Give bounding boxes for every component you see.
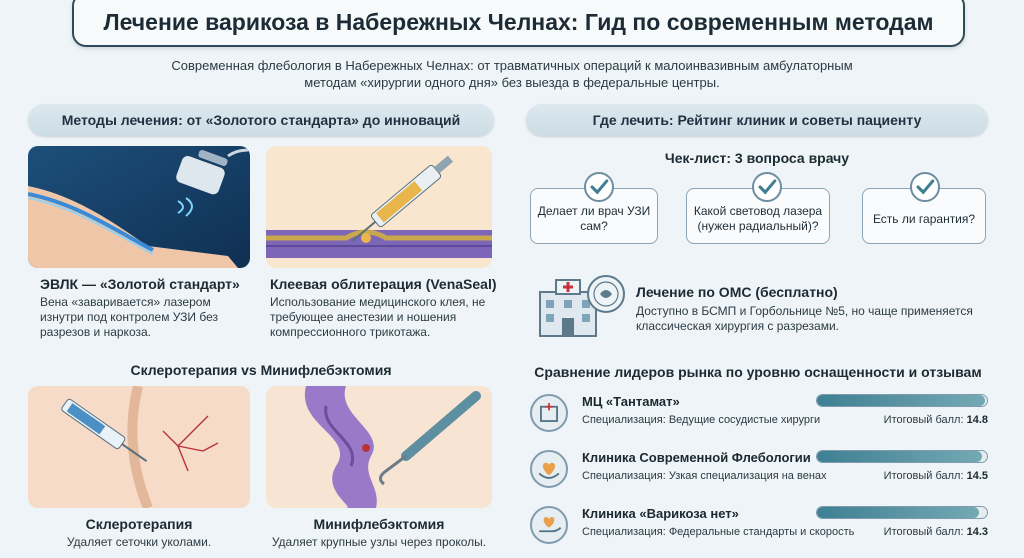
score-bar-fill bbox=[817, 507, 979, 518]
miniphlebectomy-illustration bbox=[266, 386, 492, 508]
evlk-illustration bbox=[28, 146, 250, 268]
score-bar bbox=[816, 450, 988, 463]
checkmark-icon bbox=[910, 172, 940, 202]
page-title: Лечение варикоза в Набережных Челнах: Ги… bbox=[103, 9, 934, 35]
clinic-name: Клиника Современной Флебологии bbox=[582, 450, 811, 465]
checklist-title: Чек-лист: 3 вопроса врачу bbox=[664, 150, 850, 166]
heart-hands-icon bbox=[530, 450, 568, 488]
score-bar-fill bbox=[817, 395, 986, 406]
question-card-3: Есть ли гарантия? bbox=[862, 188, 986, 244]
leg-laser-icon bbox=[28, 146, 250, 268]
score-label: Итоговый балл: bbox=[883, 470, 964, 482]
score-bar-fill bbox=[817, 451, 982, 462]
score-label: Итоговый балл: bbox=[883, 414, 964, 426]
page-subtitle: Современная флебология в Набережных Челн… bbox=[171, 58, 853, 90]
clinic-row-2: Клиника Современной Флебологии Специализ… bbox=[530, 450, 990, 490]
checkmark-icon bbox=[584, 172, 614, 202]
clinic-spec: Специализация: Узкая специализация на ве… bbox=[582, 470, 827, 482]
question-text-2: Какой световод лазера (нужен радиальный)… bbox=[693, 204, 823, 233]
venaseal-illustration bbox=[266, 146, 492, 268]
where-section-title: Где лечить: Рейтинг клиник и советы паци… bbox=[592, 112, 922, 128]
miniphlebectomy-text: Удаляет крупные узлы через проколы. bbox=[271, 535, 487, 549]
clinic-spec: Специализация: Федеральные стандарты и с… bbox=[582, 526, 855, 538]
venaseal-title: Клеевая облитерация (VenaSeal) bbox=[270, 276, 497, 292]
clinic-score: Итоговый балл: 14.8 bbox=[884, 414, 988, 426]
evlk-text: Вена «заваривается» лазером изнутри под … bbox=[40, 295, 219, 339]
hook-icon bbox=[266, 386, 492, 508]
methods-section-title: Методы лечения: от «Золотого стандарта» … bbox=[61, 112, 461, 128]
clinic-compare-title: Сравнение лидеров рынка по уровню оснаще… bbox=[534, 364, 982, 380]
oms-title: Лечение по ОМС (бесплатно) bbox=[636, 284, 838, 300]
score-bar bbox=[816, 394, 988, 407]
clinic-row-1: МЦ «Тантамат» Специализация: Ведущие сос… bbox=[530, 394, 990, 434]
hospital-icon bbox=[534, 272, 628, 338]
clinic-spec: Специализация: Ведущие сосудистые хирург… bbox=[582, 414, 821, 426]
title-box: Лечение варикоза в Набережных Челнах: Ги… bbox=[72, 0, 965, 47]
miniphlebectomy-title: Минифлебэктомия bbox=[313, 516, 445, 532]
venaseal-text: Использование медицинского клея, не треб… bbox=[270, 295, 486, 339]
question-text-1: Делает ли врач УЗИ сам? bbox=[537, 204, 651, 233]
clinic-score: Итоговый балл: 14.5 bbox=[884, 470, 988, 482]
heart-hand-icon bbox=[530, 506, 568, 544]
clinic-name: Клиника «Варикоза нет» bbox=[582, 506, 739, 521]
clinic-name: МЦ «Тантамат» bbox=[582, 394, 680, 409]
score-value: 14.8 bbox=[966, 414, 988, 426]
score-value: 14.3 bbox=[966, 526, 988, 538]
score-label: Итоговый балл: bbox=[883, 526, 964, 538]
evlk-title: ЭВЛК — «Золотой стандарт» bbox=[40, 276, 240, 292]
checkmark-icon bbox=[752, 172, 782, 202]
question-card-2: Какой световод лазера (нужен радиальный)… bbox=[686, 188, 830, 244]
syringe-icon bbox=[266, 146, 492, 268]
score-bar bbox=[816, 506, 988, 519]
clinic-building-icon bbox=[530, 394, 568, 432]
score-value: 14.5 bbox=[966, 470, 988, 482]
where-section-header: Где лечить: Рейтинг клиник и советы паци… bbox=[526, 104, 988, 136]
methods-section-header: Методы лечения: от «Золотого стандарта» … bbox=[28, 104, 494, 136]
clinic-row-3: Клиника «Варикоза нет» Специализация: Фе… bbox=[530, 506, 990, 546]
question-text-3: Есть ли гарантия? bbox=[872, 211, 976, 226]
oms-text: Доступно в БСМП и Горбольнице №5, но чащ… bbox=[636, 304, 973, 333]
clinic-score: Итоговый балл: 14.3 bbox=[884, 526, 988, 538]
sclerotherapy-illustration bbox=[28, 386, 250, 508]
sclerotherapy-text: Удаляет сеточки уколами. bbox=[66, 535, 212, 549]
compare-methods-title: Склеротерапия vs Минифлебэктомия bbox=[130, 362, 392, 378]
sclerotherapy-title: Склеротерапия bbox=[85, 516, 193, 532]
injection-icon bbox=[28, 386, 250, 508]
